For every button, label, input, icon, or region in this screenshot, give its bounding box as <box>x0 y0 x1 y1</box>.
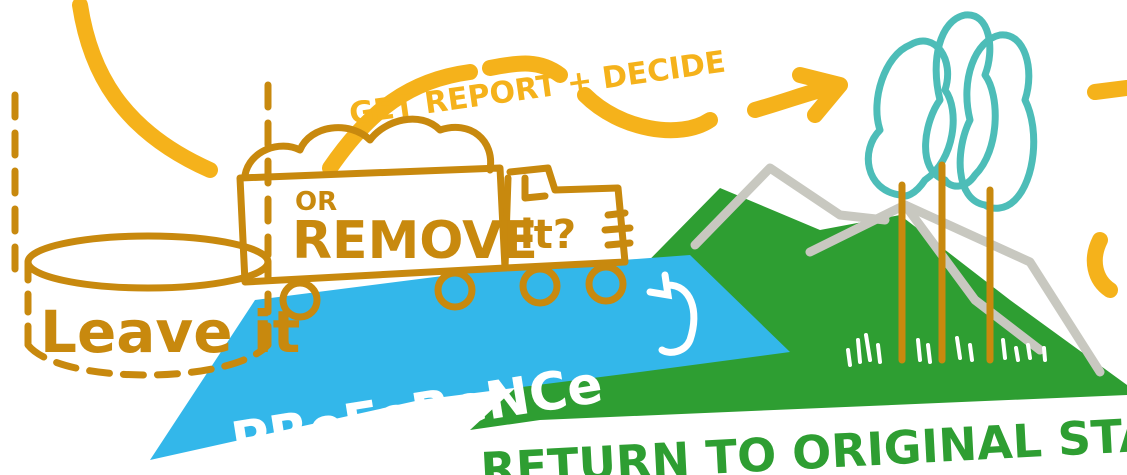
leave-it-label: Leave it <box>40 298 300 366</box>
yellow-arrow-head <box>755 75 840 115</box>
cab-window <box>525 178 545 198</box>
cylinder-top <box>28 236 268 288</box>
curved-arrow-top <box>80 5 210 170</box>
yellow-dash-3 <box>585 95 710 130</box>
yellow-dash-right-2 <box>1095 240 1110 290</box>
it-question-label: it? <box>520 212 576 258</box>
leave-it-container: Leave it <box>15 85 300 375</box>
remove-label: REMOVE <box>292 211 538 271</box>
yellow-dash-right <box>1095 88 1127 92</box>
